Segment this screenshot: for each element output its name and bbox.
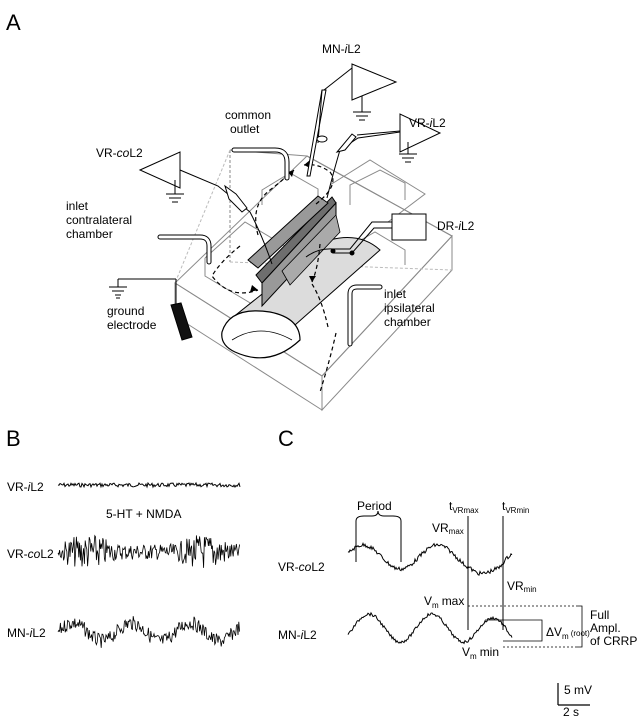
- delta-vm-root-label: ΔVm(root): [546, 625, 590, 641]
- dr-il2-stimulator: [305, 213, 427, 258]
- panel-b-vr-col2-label: VR-coL2: [7, 547, 54, 561]
- panel-b-vr-il2-label: VR-iL2: [7, 480, 44, 494]
- panel-c-mn-trace: [347, 611, 513, 645]
- vr-col2-trace: [57, 534, 240, 568]
- panel-c-letter: C: [278, 426, 294, 451]
- full-amplitude-label-2: Ampl.: [590, 621, 621, 635]
- panel-c-vr-col2-label: VR-coL2: [278, 560, 325, 574]
- panel-b-letter: B: [6, 426, 21, 451]
- vr-il2-recording: [326, 113, 442, 199]
- vr-il2-trace: [57, 481, 241, 489]
- panel-b-mn-il2-label: MN-iL2: [7, 626, 46, 640]
- spinal-cord: [221, 195, 381, 359]
- ground-electrode-label-1: ground: [107, 304, 144, 318]
- panel-a-labels: MN-iL2 VR-iL2 VR-coL2 DR-iL2 common outl…: [66, 42, 475, 332]
- inlet-ipsilateral-tube: [347, 284, 383, 347]
- vr-min-label: VRmin: [507, 579, 537, 594]
- common-outlet-label-1: common: [225, 108, 271, 122]
- mn-il2-recording: [306, 63, 398, 177]
- period-label: Period: [357, 499, 392, 513]
- common-outlet-label-2: outlet: [230, 122, 260, 136]
- vr-il2-label: VR-iL2: [409, 116, 446, 130]
- amplitude-markers: [468, 605, 583, 648]
- vr-max-label: VRmax: [432, 521, 464, 536]
- inlet-ipsi-label-3: chamber: [384, 315, 431, 329]
- t-vrmin-label: tVRmin: [502, 499, 529, 515]
- scale-bar: [557, 683, 590, 706]
- inlet-contralateral-tube: [157, 234, 212, 265]
- panel-a-letter: A: [6, 10, 21, 35]
- panel-c-mn-il2-label: MN-iL2: [278, 628, 317, 642]
- inlet-contra-label-1: inlet: [66, 199, 89, 213]
- full-amplitude-label-3: of CRRP: [590, 634, 637, 648]
- inlet-ipsi-label-2: ipsilateral: [384, 301, 435, 315]
- scale-s-label: 2 s: [563, 705, 579, 719]
- full-amplitude-label-1: Full: [590, 608, 609, 622]
- ground-electrode-label-2: electrode: [107, 318, 157, 332]
- t-vrmax-label: tVRmax: [449, 499, 479, 515]
- panel-c-vr-trace: [347, 542, 513, 576]
- vr-col2-recording: [138, 151, 273, 265]
- inlet-ipsi-label-1: inlet: [384, 287, 407, 301]
- inlet-contra-label-3: chamber: [66, 227, 113, 241]
- mn-il2-trace: [57, 616, 240, 648]
- drug-application-label: 5-HT + NMDA: [106, 507, 181, 521]
- perfusion-chamber-drawing: [109, 63, 453, 412]
- dr-il2-label: DR-iL2: [437, 219, 475, 233]
- scale-mv-label: 5 mV: [564, 683, 592, 697]
- ground-electrode: [109, 278, 193, 341]
- mn-il2-label: MN-iL2: [322, 42, 361, 56]
- period-bracket: [355, 510, 402, 562]
- vr-col2-label: VR-coL2: [96, 146, 143, 160]
- inlet-contra-label-2: contralateral: [66, 213, 132, 227]
